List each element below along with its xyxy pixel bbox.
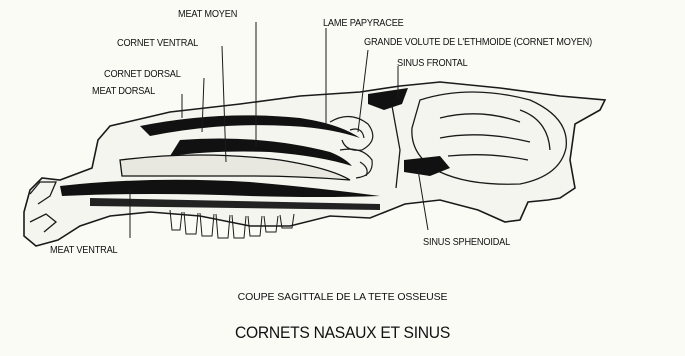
label-meat-moyen: MEAT MOYEN [178,9,237,20]
figure-subtitle: COUPE SAGITTALE DE LA TETE OSSEUSE [0,291,685,303]
label-sinus-sphenoidal: SINUS SPHENOIDAL [423,237,510,248]
label-sinus-frontal: SINUS FRONTAL [397,58,468,69]
label-cornet-ventral: CORNET VENTRAL [117,38,198,49]
figure-title: CORNETS NASAUX ET SINUS [27,323,657,343]
label-meat-dorsal: MEAT DORSAL [92,86,155,97]
label-meat-ventral: MEAT VENTRAL [50,245,117,256]
label-cornet-dorsal: CORNET DORSAL [104,69,181,80]
label-lame-papyracee: LAME PAPYRACEE [323,18,404,29]
label-grande-volute: GRANDE VOLUTE DE L'ETHMOIDE (CORNET MOYE… [364,37,592,48]
skull-outline [24,82,605,246]
